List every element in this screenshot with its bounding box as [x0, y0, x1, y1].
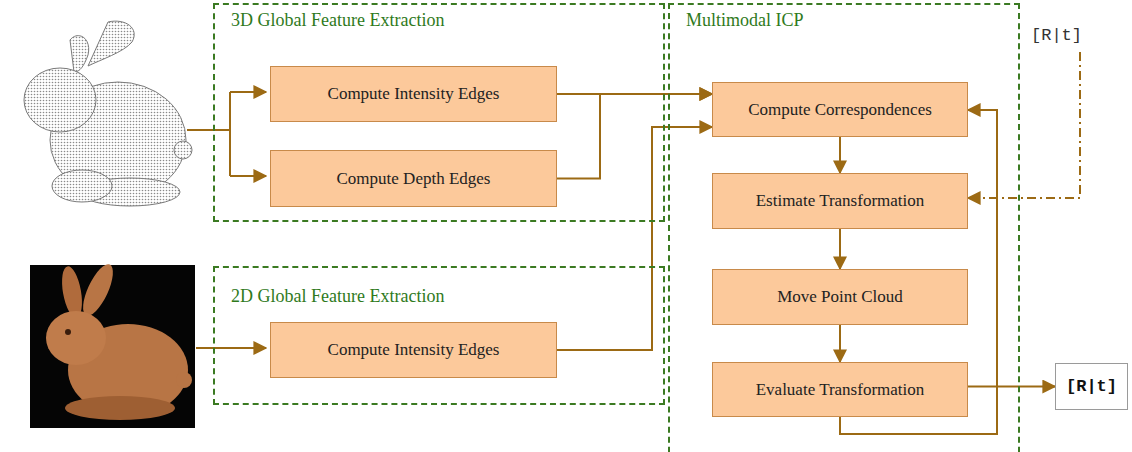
- group-box: 3D Global Feature ExtractionCompute Inte…: [213, 3, 665, 222]
- process-box: Move Point Cloud: [712, 269, 968, 325]
- group-box: Multimodal ICP Compute CorrespondencesEst…: [668, 3, 1020, 452]
- flow-arrow: [557, 94, 712, 179]
- photo-bunny: [30, 260, 195, 428]
- box-label: Compute Intensity Edges: [328, 340, 500, 360]
- box-label: Estimate Transformation: [756, 191, 925, 211]
- box-label: Compute Depth Edges: [337, 169, 491, 189]
- process-box: Compute Intensity Edges: [270, 66, 557, 122]
- process-box: Compute Intensity Edges: [270, 322, 557, 378]
- process-box: Evaluate Transformation: [712, 362, 968, 417]
- output-box: [R|t]: [1055, 363, 1128, 410]
- flow-arrow: [968, 386, 1055, 388]
- process-box: Compute Correspondences: [712, 82, 968, 137]
- box-label: Compute Correspondences: [748, 100, 932, 120]
- initial-guess-arrow: [968, 52, 1080, 198]
- input-arrows: [187, 92, 266, 348]
- transform-label: [R|t]: [1031, 26, 1082, 45]
- group-box: 2D Global Feature ExtractionCompute Inte…: [213, 266, 665, 405]
- flow-arrow: [839, 137, 841, 173]
- process-box: Compute Depth Edges: [270, 150, 557, 207]
- box-label: Move Point Cloud: [777, 287, 903, 307]
- point-cloud-bunny: [24, 21, 192, 206]
- box-label: [R|t]: [1066, 377, 1117, 396]
- flow-arrow: [839, 325, 841, 362]
- group-title: 2D Global Feature Extraction: [231, 286, 444, 307]
- flow-arrow: [557, 127, 712, 350]
- box-label: Evaluate Transformation: [756, 380, 925, 400]
- group-title: 3D Global Feature Extraction: [231, 10, 444, 31]
- flow-arrow: [839, 229, 841, 269]
- group-title: Multimodal ICP: [686, 10, 804, 31]
- process-box: Estimate Transformation: [712, 173, 968, 229]
- box-label: Compute Intensity Edges: [328, 84, 500, 104]
